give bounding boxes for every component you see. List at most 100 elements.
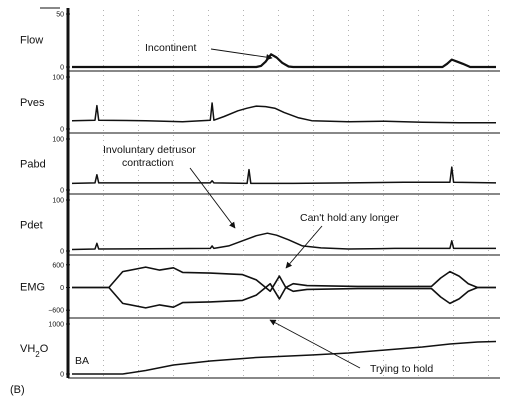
grid-dot [453, 215, 454, 216]
grid-dot [313, 310, 314, 311]
grid-dot [103, 200, 104, 201]
grid-dot [383, 250, 384, 251]
grid-dot [453, 240, 454, 241]
grid-dot [383, 345, 384, 346]
grid-dot [243, 310, 244, 311]
grid-dot [173, 340, 174, 341]
grid-dot [208, 225, 209, 226]
grid-dot [208, 260, 209, 261]
grid-dot [138, 245, 139, 246]
grid-dot [278, 240, 279, 241]
grid-dot [418, 215, 419, 216]
grid-dot [488, 80, 489, 81]
grid-dot [103, 260, 104, 261]
grid-dot [383, 130, 384, 131]
grid-dot [383, 245, 384, 246]
grid-dot [488, 240, 489, 241]
grid-dot [103, 315, 104, 316]
grid-dot [138, 350, 139, 351]
grid-dot [103, 30, 104, 31]
grid-dot [453, 340, 454, 341]
grid-dot [348, 370, 349, 371]
grid-dot [488, 175, 489, 176]
grid-dot [418, 260, 419, 261]
grid-dot [453, 285, 454, 286]
grid-dot [138, 65, 139, 66]
grid-dot [243, 315, 244, 316]
grid-dot [138, 290, 139, 291]
grid-dot [418, 235, 419, 236]
grid-dot [453, 250, 454, 251]
grid-dot [313, 180, 314, 181]
grid-dot [383, 95, 384, 96]
grid-dot [138, 260, 139, 261]
grid-dot [348, 75, 349, 76]
grid-dot [383, 375, 384, 376]
grid-dot [243, 270, 244, 271]
grid-dot [103, 95, 104, 96]
grid-dot [488, 145, 489, 146]
grid-dot [313, 90, 314, 91]
grid-dot [278, 335, 279, 336]
grid-dot [138, 95, 139, 96]
grid-dot [173, 260, 174, 261]
grid-dot [418, 330, 419, 331]
grid-dot [243, 205, 244, 206]
grid-dot [313, 15, 314, 16]
grid-dot [208, 130, 209, 131]
grid-dot [488, 130, 489, 131]
grid-dot [348, 165, 349, 166]
grid-dot [383, 235, 384, 236]
grid-dot [173, 330, 174, 331]
grid-dot [103, 360, 104, 361]
grid-dot [138, 240, 139, 241]
grid-dot [208, 185, 209, 186]
grid-dot [453, 165, 454, 166]
grid-dot [348, 235, 349, 236]
grid-dot [488, 20, 489, 21]
grid-dot [348, 300, 349, 301]
grid-dot [278, 15, 279, 16]
grid-dot [173, 375, 174, 376]
grid-dot [348, 30, 349, 31]
grid-dot [173, 155, 174, 156]
grid-dot [208, 75, 209, 76]
grid-dot [348, 260, 349, 261]
grid-dot [103, 255, 104, 256]
grid-dot [138, 210, 139, 211]
grid-dot [383, 285, 384, 286]
grid-dot [418, 110, 419, 111]
grid-dot [348, 80, 349, 81]
grid-dot [488, 295, 489, 296]
grid-dot [138, 330, 139, 331]
grid-dot [173, 225, 174, 226]
grid-dot [418, 365, 419, 366]
grid-dot [418, 240, 419, 241]
grid-dot [383, 40, 384, 41]
grid-dot [488, 10, 489, 11]
grid-dot [243, 140, 244, 141]
grid-dot [138, 275, 139, 276]
grid-dot [208, 355, 209, 356]
grid-dot [348, 120, 349, 121]
grid-dot [208, 20, 209, 21]
grid-dot [453, 80, 454, 81]
grid-dot [383, 100, 384, 101]
grid-dot [488, 335, 489, 336]
tick-label-vh2o: 1000 [48, 322, 64, 329]
grid-dot [208, 220, 209, 221]
channel-labels: Flow500Pves1000Pabd1000Pdet1000EMG6000−6… [20, 12, 70, 379]
grid-dot [453, 110, 454, 111]
grid-dot [453, 130, 454, 131]
grid-dot [383, 360, 384, 361]
grid-dot [348, 215, 349, 216]
grid-dot [208, 235, 209, 236]
grid-dot [488, 275, 489, 276]
grid-dot [453, 125, 454, 126]
grid-dot [313, 320, 314, 321]
grid-dot [313, 25, 314, 26]
grid-dot [243, 105, 244, 106]
grid-dot [348, 130, 349, 131]
grid-dot [138, 360, 139, 361]
grid-dot [208, 110, 209, 111]
